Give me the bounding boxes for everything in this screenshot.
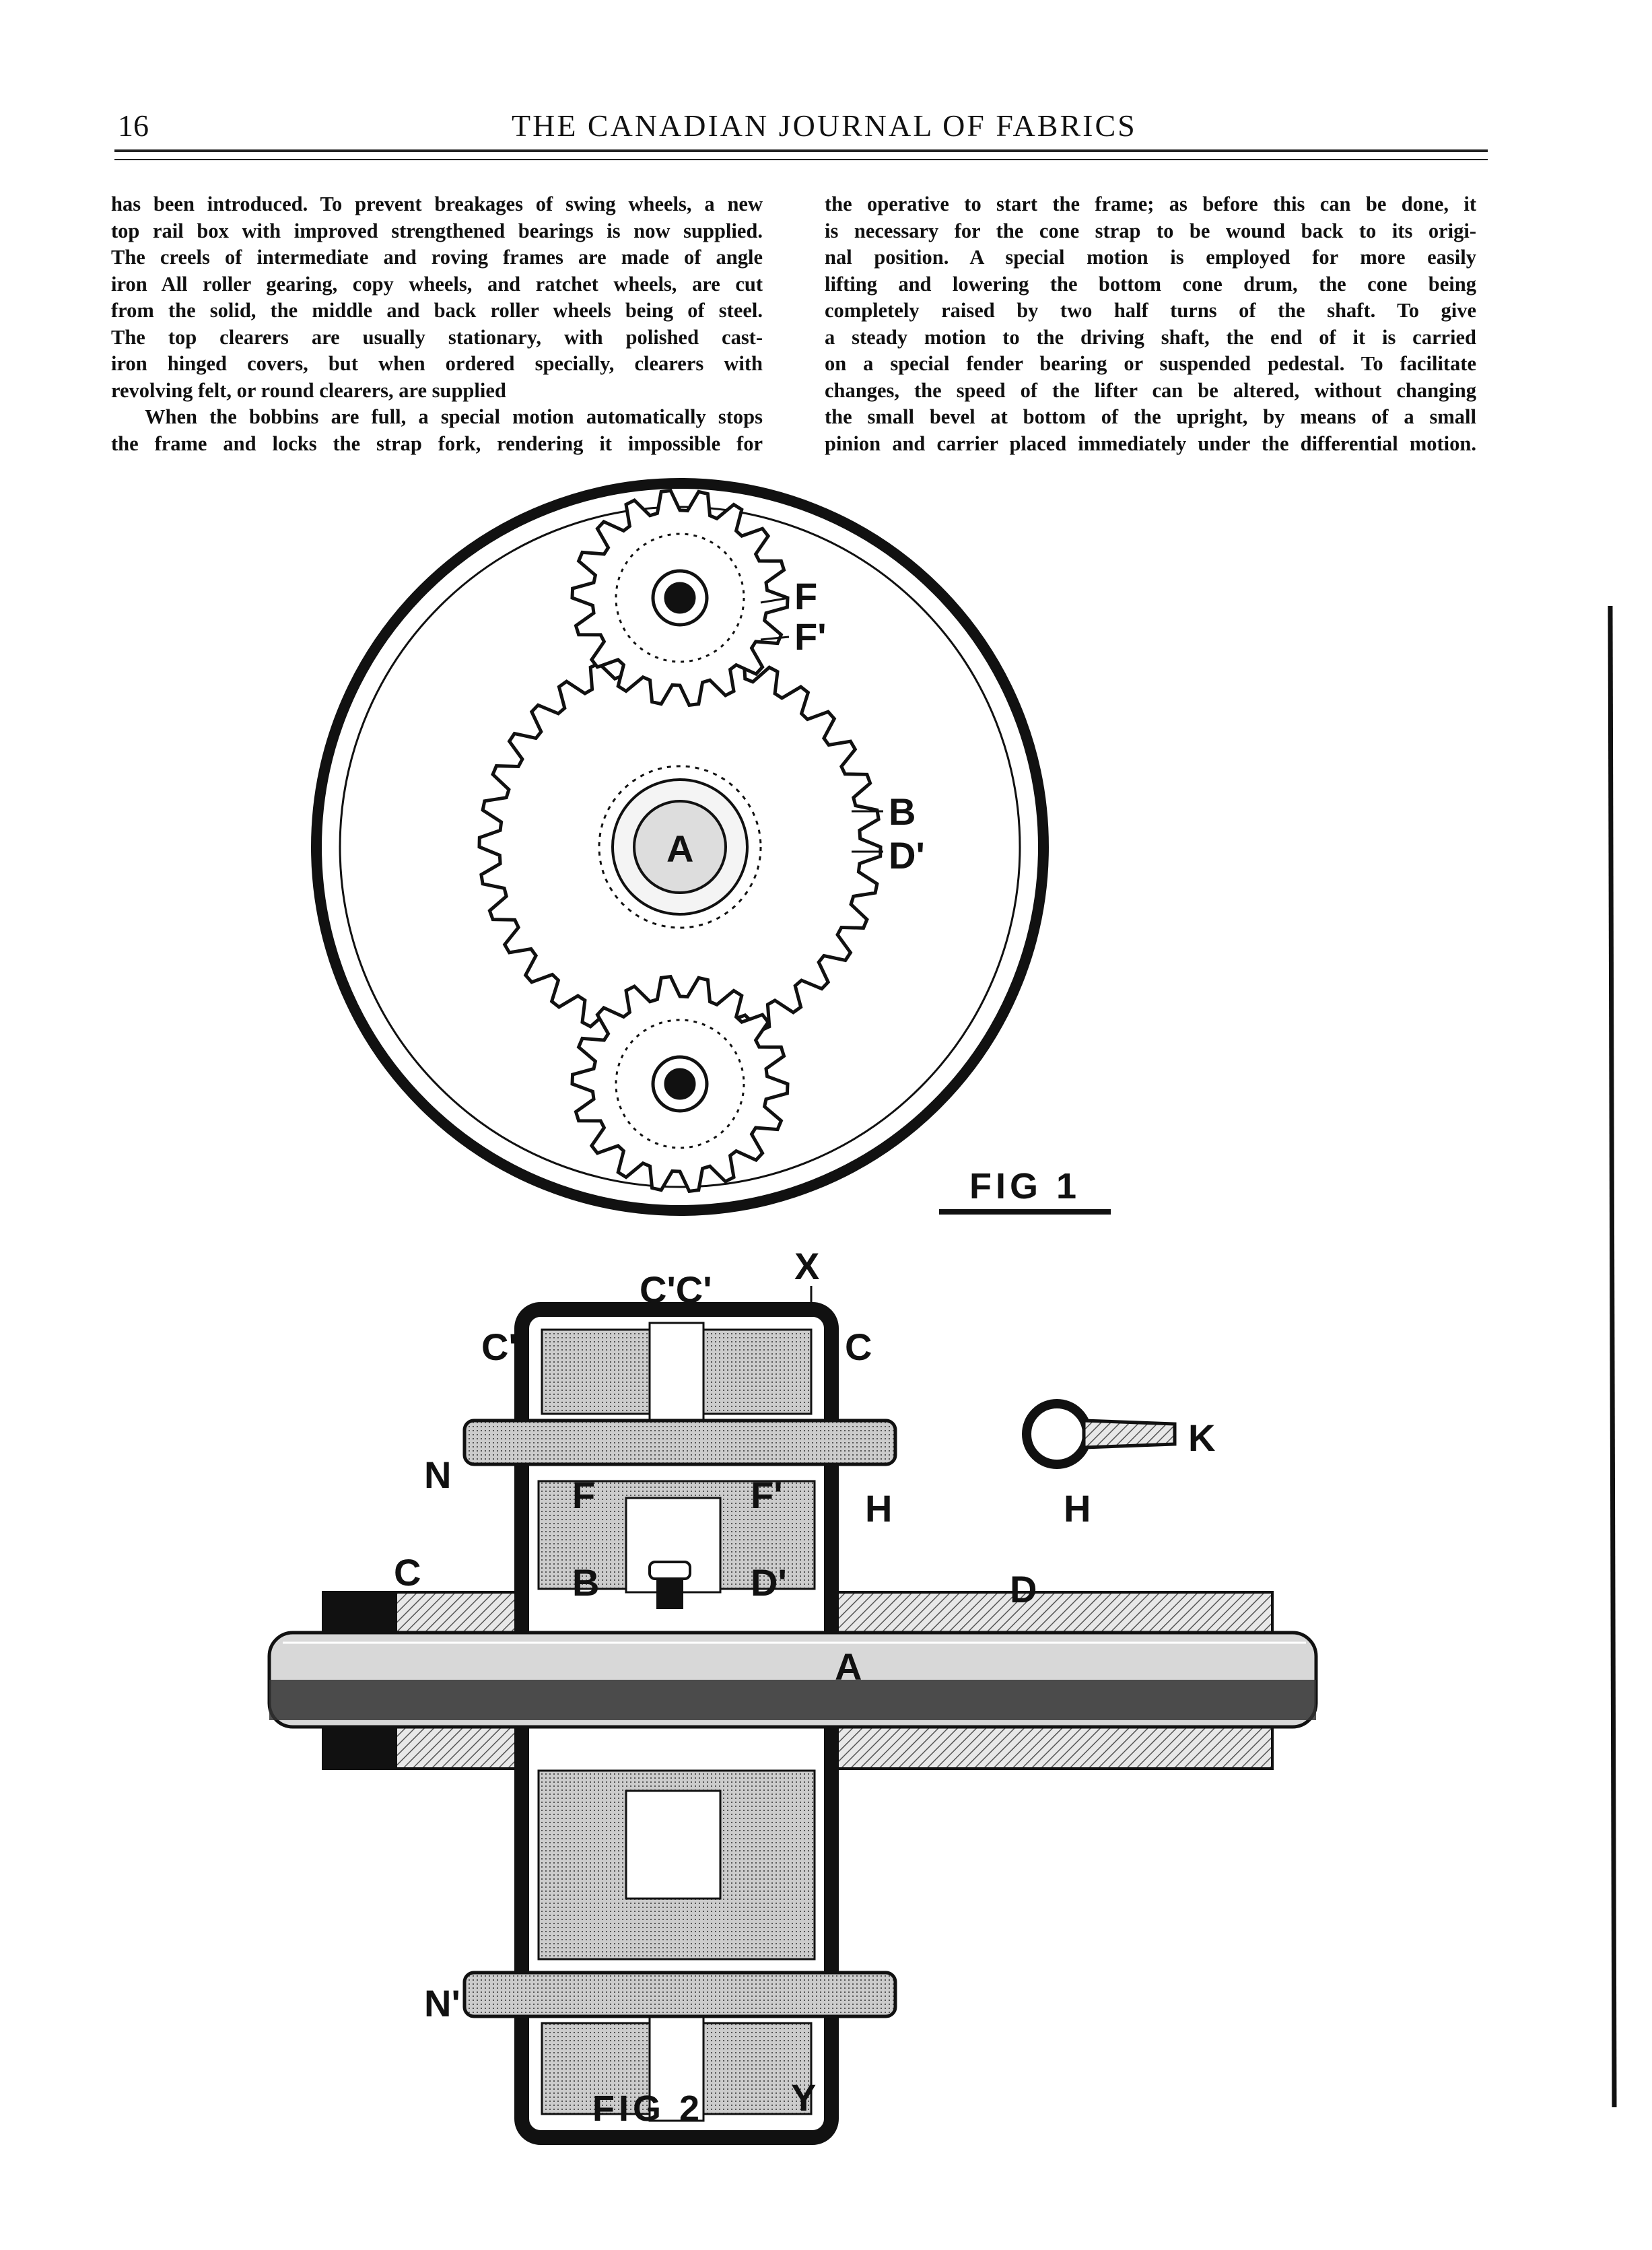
fig2-caption: FIG 2 [592, 2088, 703, 2129]
pinion-pitch-circle [615, 533, 745, 663]
figure-1: A F F' B D' FIG 1 [311, 478, 1111, 1216]
text-line: lifting and lowering the bottom cone dru… [825, 272, 1476, 296]
pinion-axle [664, 1068, 696, 1100]
fig2-label-H: H [865, 1487, 892, 1530]
text-line: top rail box with improved strengthened … [111, 219, 763, 242]
key-H-ring [1022, 1399, 1092, 1469]
text-line: When the bobbins are full, a special mot… [145, 405, 763, 428]
header-rule-bottom [114, 159, 1488, 160]
text-column-left: has been introduced. To prevent breakage… [111, 191, 763, 457]
text-line: nal position. A special motion is employ… [825, 246, 1476, 269]
fig2-label-C1-left: C' [481, 1326, 518, 1368]
fig2-label-N: N [424, 1454, 451, 1496]
text-line: iron hinged covers, but when ordered spe… [111, 352, 763, 375]
page-number: 16 [118, 108, 149, 143]
running-title: THE CANADIAN JOURNAL OF FABRICS [512, 108, 1137, 143]
text-line: on a special fender bearing or suspended… [825, 352, 1476, 375]
text-line: the frame and locks the strap fork, rend… [111, 432, 763, 455]
text-line: The top clearers are usually stationary,… [111, 325, 763, 349]
fig1-caption: FIG 1 [969, 1166, 1080, 1206]
fig1-label-F1: F' [794, 615, 827, 658]
fig2-label-D1: D' [751, 1561, 787, 1604]
fig2-label-Y: Y [791, 2076, 816, 2119]
fig1-label-A: A [666, 827, 693, 870]
fig2-label-F1: F' [751, 1474, 783, 1516]
fig2-label-X: X [794, 1245, 819, 1287]
text-line: iron All roller gearing, copy wheels, an… [111, 272, 763, 296]
text-line: the small bevel at bottom of the upright… [825, 405, 1476, 428]
scan-margin-line [1608, 605, 1617, 2108]
text-line: pinion and carrier placed immediately un… [825, 432, 1476, 455]
fig1-label-B: B [889, 790, 916, 833]
fig2-label-C: C [394, 1551, 421, 1594]
fig2-label-C2C1: C'C' [640, 1268, 712, 1311]
fig2-label-F: F [572, 1474, 595, 1516]
pinion-axle [664, 582, 696, 614]
fig2-label-K: K [1188, 1417, 1215, 1459]
lower-spindle [462, 1971, 897, 2018]
text-line: completely raised by two half turns of t… [825, 299, 1476, 322]
text-line: the operative to start the frame; as bef… [825, 193, 1476, 215]
fig2-label-D: D [1010, 1568, 1037, 1610]
fig1-label-D1: D' [889, 834, 925, 877]
fig2-label-N1: N' [424, 1982, 460, 2024]
text-line: a steady motion to the driving shaft, th… [825, 325, 1476, 349]
fig2-label-A: A [835, 1645, 862, 1688]
text-line: is necessary for the cone strap to be wo… [825, 219, 1476, 242]
figure-2: C'C' X C' C N F F' H K H C B D' D A N' Y… [267, 1245, 1318, 2145]
fig2-label-C-right: C [845, 1326, 872, 1368]
shaft-A-section [633, 800, 727, 894]
fig2-label-B: B [572, 1561, 599, 1604]
upper-spindle [462, 1419, 897, 1466]
text-line: revolving felt, or round clearers, are s… [111, 378, 506, 402]
fig1-label-F: F [794, 575, 817, 617]
fig2-label-H2: H [1064, 1487, 1091, 1530]
text-line: from the solid, the middle and back roll… [111, 299, 763, 322]
key-K [1082, 1419, 1177, 1450]
text-line: changes, the speed of the lifter can be … [825, 378, 1476, 402]
text-column-right: the operative to start the frame; as bef… [825, 191, 1476, 457]
header-rule-top [114, 149, 1488, 152]
text-line: has been introduced. To prevent breakage… [111, 193, 763, 215]
pinion-pitch-circle [615, 1019, 745, 1149]
text-line: The creels of intermediate and roving fr… [111, 246, 763, 269]
